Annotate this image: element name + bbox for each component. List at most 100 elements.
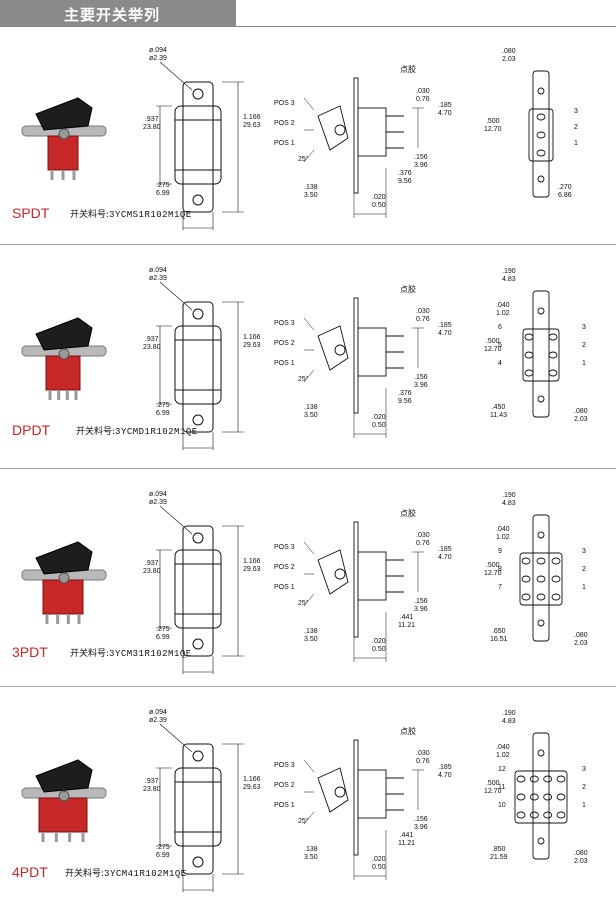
- pivot: [58, 348, 70, 360]
- hole-dim-inch: ø.094: [149, 709, 167, 716]
- pin-bottom-dim-inch: .850: [491, 846, 506, 853]
- d156-dim-mm: 3.96: [414, 382, 428, 389]
- pin-pitch-dim-inch: .500: [485, 338, 500, 345]
- width-dim-inch: .275: [156, 182, 170, 189]
- d030-dim-mm: 0.76: [416, 316, 430, 323]
- pin-top-dim-inch: .190: [502, 268, 516, 275]
- pos-leaders: [303, 759, 315, 825]
- pin-top-dim-mm: 2.03: [502, 56, 516, 63]
- dim-line-height2: [222, 301, 244, 433]
- pin-top-dim-inch: .190: [502, 710, 516, 717]
- pin-bottom-dim-mm: 6.86: [558, 192, 572, 199]
- switch-pin: [57, 390, 61, 400]
- switch-type: DPDT: [12, 422, 51, 438]
- part-number-label: 开关料号:: [70, 210, 110, 220]
- hole-leader: [159, 281, 193, 311]
- pin-pad: [556, 775, 566, 783]
- body-lines: [175, 781, 221, 833]
- pin-number-label: 1: [582, 584, 586, 591]
- part-number-line: 开关料号:3YCM31R102M1QE: [70, 646, 192, 659]
- d156-dim-inch: .156: [414, 154, 428, 161]
- switch-body: [38, 797, 88, 833]
- pivot-side: [334, 786, 346, 798]
- pin-bottom-dim-mm: 16.51: [490, 636, 508, 643]
- part-number-value: 3YCMS1R102M1QE: [109, 210, 192, 220]
- dim-line-width: [182, 874, 214, 892]
- pin-pad: [516, 793, 526, 801]
- mount-hole-top: [192, 750, 204, 762]
- part-number-label: 开关料号:: [70, 649, 110, 659]
- pin-number-label: 1: [574, 140, 578, 147]
- d020-dim-inch: .020: [372, 856, 386, 863]
- pin-number-label: 3: [582, 766, 586, 773]
- pin-pad: [548, 369, 558, 377]
- pin-pad: [548, 333, 558, 341]
- pin-pad: [536, 575, 546, 583]
- d138-dim-mm: 3.50: [304, 854, 318, 861]
- part-number-value: 3YCMD1R102M1QE: [115, 427, 198, 437]
- pin-pad: [543, 775, 553, 783]
- switch-body: [47, 135, 79, 171]
- pin-pad: [551, 593, 561, 601]
- switch-type: 4PDT: [12, 864, 48, 880]
- d156-dim-inch: .156: [414, 816, 428, 823]
- side-length-dim-mm: 9.56: [398, 178, 412, 185]
- pin-hole-top: [537, 749, 545, 757]
- front-view-drawing: [156, 723, 244, 892]
- height1-dim-inch: .937: [144, 336, 159, 343]
- switch-body-outline: [174, 549, 222, 629]
- side-dim-lines-right: [412, 107, 424, 148]
- dim-line-height1: [156, 549, 172, 629]
- pin-body: [522, 328, 560, 382]
- d030-dim-mm: 0.76: [416, 758, 430, 765]
- pin-pad: [548, 351, 558, 359]
- d020-dim-mm: 0.50: [372, 202, 386, 209]
- d020-dim-mm: 0.50: [372, 422, 386, 429]
- pin-bottom-dim-mm: 21.59: [490, 854, 508, 861]
- part-number-label: 开关料号:: [76, 427, 116, 437]
- switch-pin: [72, 170, 76, 180]
- panel-plate: [353, 739, 359, 856]
- width-dim-mm: 6.99: [156, 410, 170, 417]
- pin-top-dim-inch: .080: [502, 48, 516, 55]
- d185-dim-inch: .185: [438, 102, 452, 109]
- height1-dim-inch: .937: [144, 778, 159, 785]
- pos3-label: POS 3: [274, 100, 295, 107]
- pin-pad: [521, 557, 531, 565]
- pos1-label: POS 1: [274, 584, 295, 591]
- pin-pitch-dim-inch: .500: [485, 780, 500, 787]
- pin-number-label: 2: [582, 566, 586, 573]
- dim-line-width: [182, 432, 214, 450]
- side-length-dim-mm: 11.21: [398, 840, 415, 847]
- pin-number-label: 2: [582, 784, 586, 791]
- pin-pad: [543, 793, 553, 801]
- front-view-drawing: [156, 61, 244, 230]
- pin-pad: [516, 775, 526, 783]
- d185-dim-mm: 4.70: [438, 554, 452, 561]
- pin-body: [519, 552, 563, 606]
- height2-dim-inch: 1.166: [243, 558, 261, 565]
- header-rule: [236, 26, 616, 27]
- side-dim-lines-right: [412, 327, 424, 368]
- pivot: [58, 572, 70, 584]
